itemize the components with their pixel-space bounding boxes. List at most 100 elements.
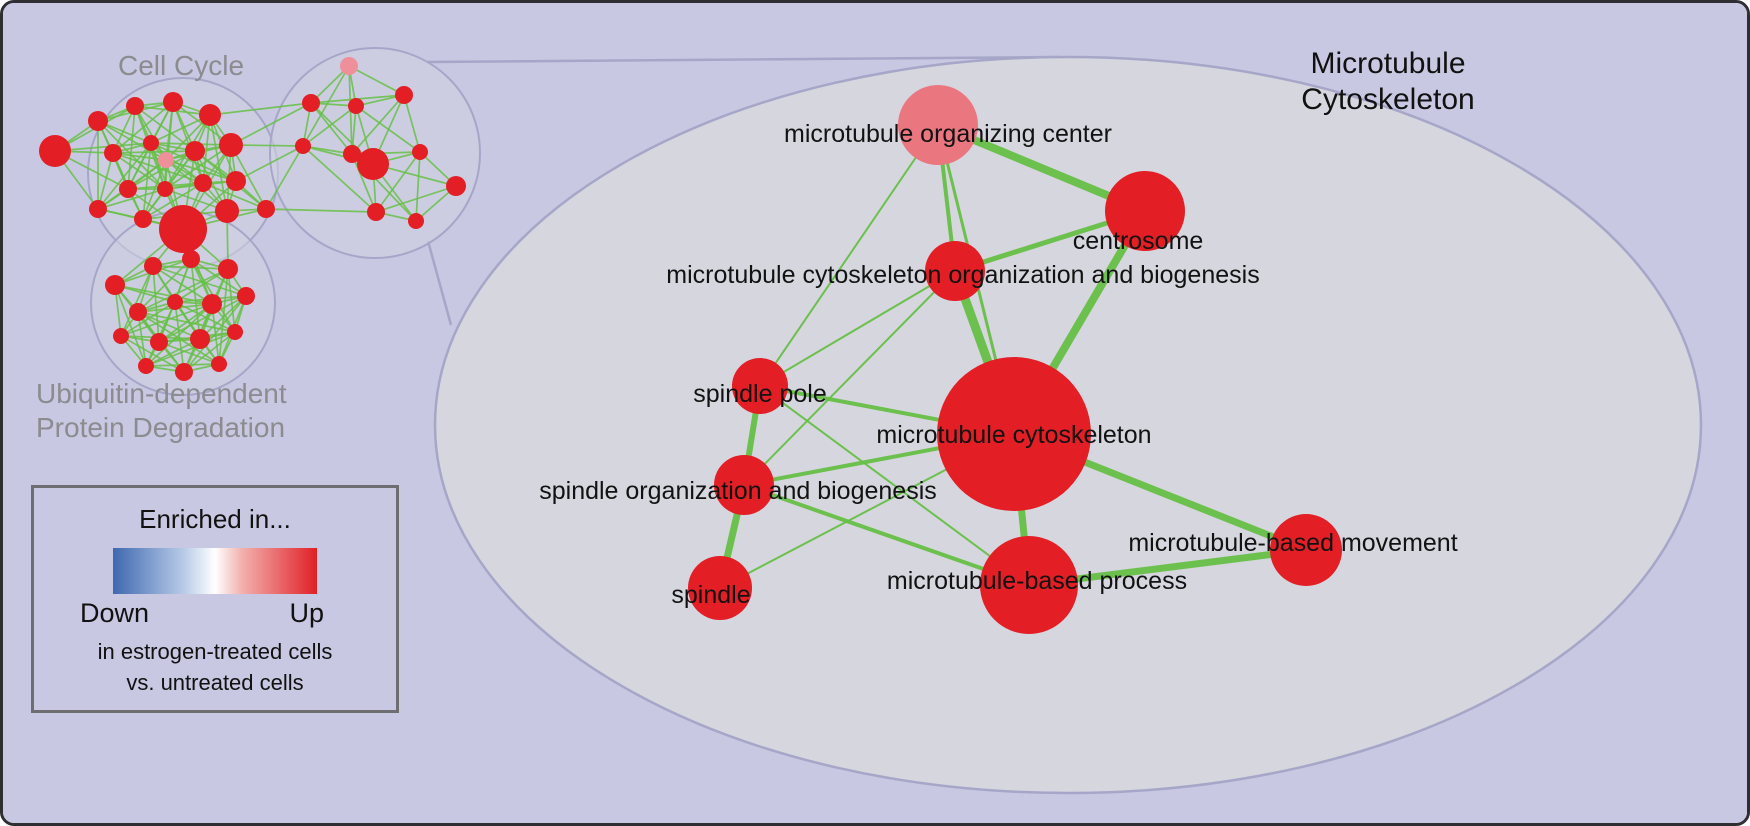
mini-edge [54, 142, 152, 152]
mini-node [126, 97, 144, 115]
mini-edge [145, 338, 201, 367]
mini-node [412, 144, 428, 160]
mini-edge [158, 341, 220, 365]
mini-node [104, 144, 122, 162]
mini-edge [375, 185, 457, 213]
legend-caption: in estrogen-treated cells vs. untreated … [34, 637, 396, 699]
mini-edge [164, 144, 232, 190]
magnifier-line-top [426, 55, 1060, 64]
mini-edge [120, 265, 154, 337]
mini-edge [142, 142, 152, 220]
mini-node [202, 294, 222, 314]
mini-edge [114, 284, 147, 367]
mini-edge [112, 101, 174, 154]
mini-edge [348, 65, 405, 96]
legend: Enriched in... Down Up in estrogen-treat… [31, 485, 399, 713]
mini-edge [165, 159, 237, 182]
mini-node [343, 145, 361, 163]
detail-node-label-sp: spindle pole [693, 380, 826, 408]
detail-node-label-spn: spindle [671, 581, 750, 609]
legend-title: Enriched in... [139, 504, 291, 534]
detail-node-sp [732, 358, 788, 414]
mini-node [144, 257, 162, 275]
mini-node [159, 205, 207, 253]
detail-nodes-group [688, 85, 1342, 634]
mini-node [119, 180, 137, 198]
mini-node [348, 98, 364, 114]
ubiquitin-cluster-label-line1: Ubiquitin-dependent [36, 378, 287, 409]
mini-edge [97, 188, 166, 210]
mini-edge [158, 303, 213, 343]
mini-edge [302, 65, 350, 147]
mini-edge [190, 258, 247, 297]
mini-bridge-edge [265, 145, 304, 210]
mini-bridge-edge [230, 102, 312, 146]
detail-edge-mcob-sp [759, 270, 956, 387]
mini-edge [227, 268, 236, 333]
mini-edge [202, 182, 267, 210]
mini-node [199, 104, 221, 126]
mini-edge [302, 105, 357, 147]
mini-node [446, 176, 466, 196]
detail-edge-sp-mbp [759, 385, 1030, 586]
legend-caption-line2: vs. untreated cells [126, 669, 304, 695]
cell-cycle-cluster-label: Cell Cycle [118, 50, 244, 81]
mini-node [295, 138, 311, 154]
mini-node [113, 328, 129, 344]
mini-edge [199, 295, 247, 340]
mini-node [167, 294, 183, 310]
mini-node [408, 213, 424, 229]
mini-node [150, 333, 168, 351]
detail-node-cen [1105, 171, 1185, 251]
detail-node-mbm [1270, 514, 1342, 586]
mini-node [302, 94, 320, 112]
mini-edge [375, 151, 421, 213]
mini-edge [120, 303, 213, 337]
magnifier-line-bottom [426, 240, 453, 326]
mini-node [219, 133, 243, 157]
detail-node-label-mbm: microtubule-based movement [1128, 529, 1457, 557]
mini-node [88, 111, 108, 131]
mini-edge [351, 94, 405, 155]
mini-node [211, 356, 227, 372]
detail-node-so [714, 455, 774, 515]
mini-node [367, 203, 385, 221]
mini-edge [190, 258, 201, 340]
mini-edge [152, 265, 213, 305]
mini-node [175, 363, 193, 381]
mini-edge [403, 94, 421, 153]
mini-edge [142, 182, 204, 220]
mini-edge [351, 153, 377, 213]
mini-node [395, 86, 413, 104]
mini-edge [310, 102, 353, 155]
detail-node-label-so: spindle organization and biogenesis [539, 477, 937, 505]
mini-node [237, 287, 255, 305]
detail-labels-group: microtubule organizing centercentrosomem… [539, 120, 1457, 609]
detail-node-label-mcob: microtubule cytoskeleton organization an… [666, 261, 1259, 289]
mini-node [357, 148, 389, 180]
mini-edge [415, 151, 421, 222]
mini-bridge-edge [209, 102, 312, 116]
mini-edge [158, 295, 247, 343]
legend-endpoint-labels: Down Up [80, 598, 324, 629]
detail-node-mbp [980, 536, 1078, 634]
mini-node [215, 199, 239, 223]
mini-node [134, 210, 152, 228]
mini-node [163, 92, 183, 112]
detail-edge-moc-sp [759, 124, 939, 387]
detail-node-moc [898, 85, 978, 165]
mini-node [105, 275, 125, 295]
legend-down-label: Down [80, 598, 150, 628]
mini-edge [137, 258, 192, 313]
microtubule-title-line1: Microtubule [1310, 47, 1465, 80]
mini-node [143, 135, 159, 151]
detail-node-mcob [925, 241, 985, 301]
mini-bridge-edge [230, 144, 304, 147]
ubiquitin-cluster-label-line2: Protein Degradation [36, 412, 285, 443]
mini-node [257, 200, 275, 218]
legend-up-label: Up [289, 598, 324, 628]
mini-edge [174, 301, 185, 373]
mini-edge [230, 144, 267, 210]
mini-bridge-edge [265, 208, 377, 213]
